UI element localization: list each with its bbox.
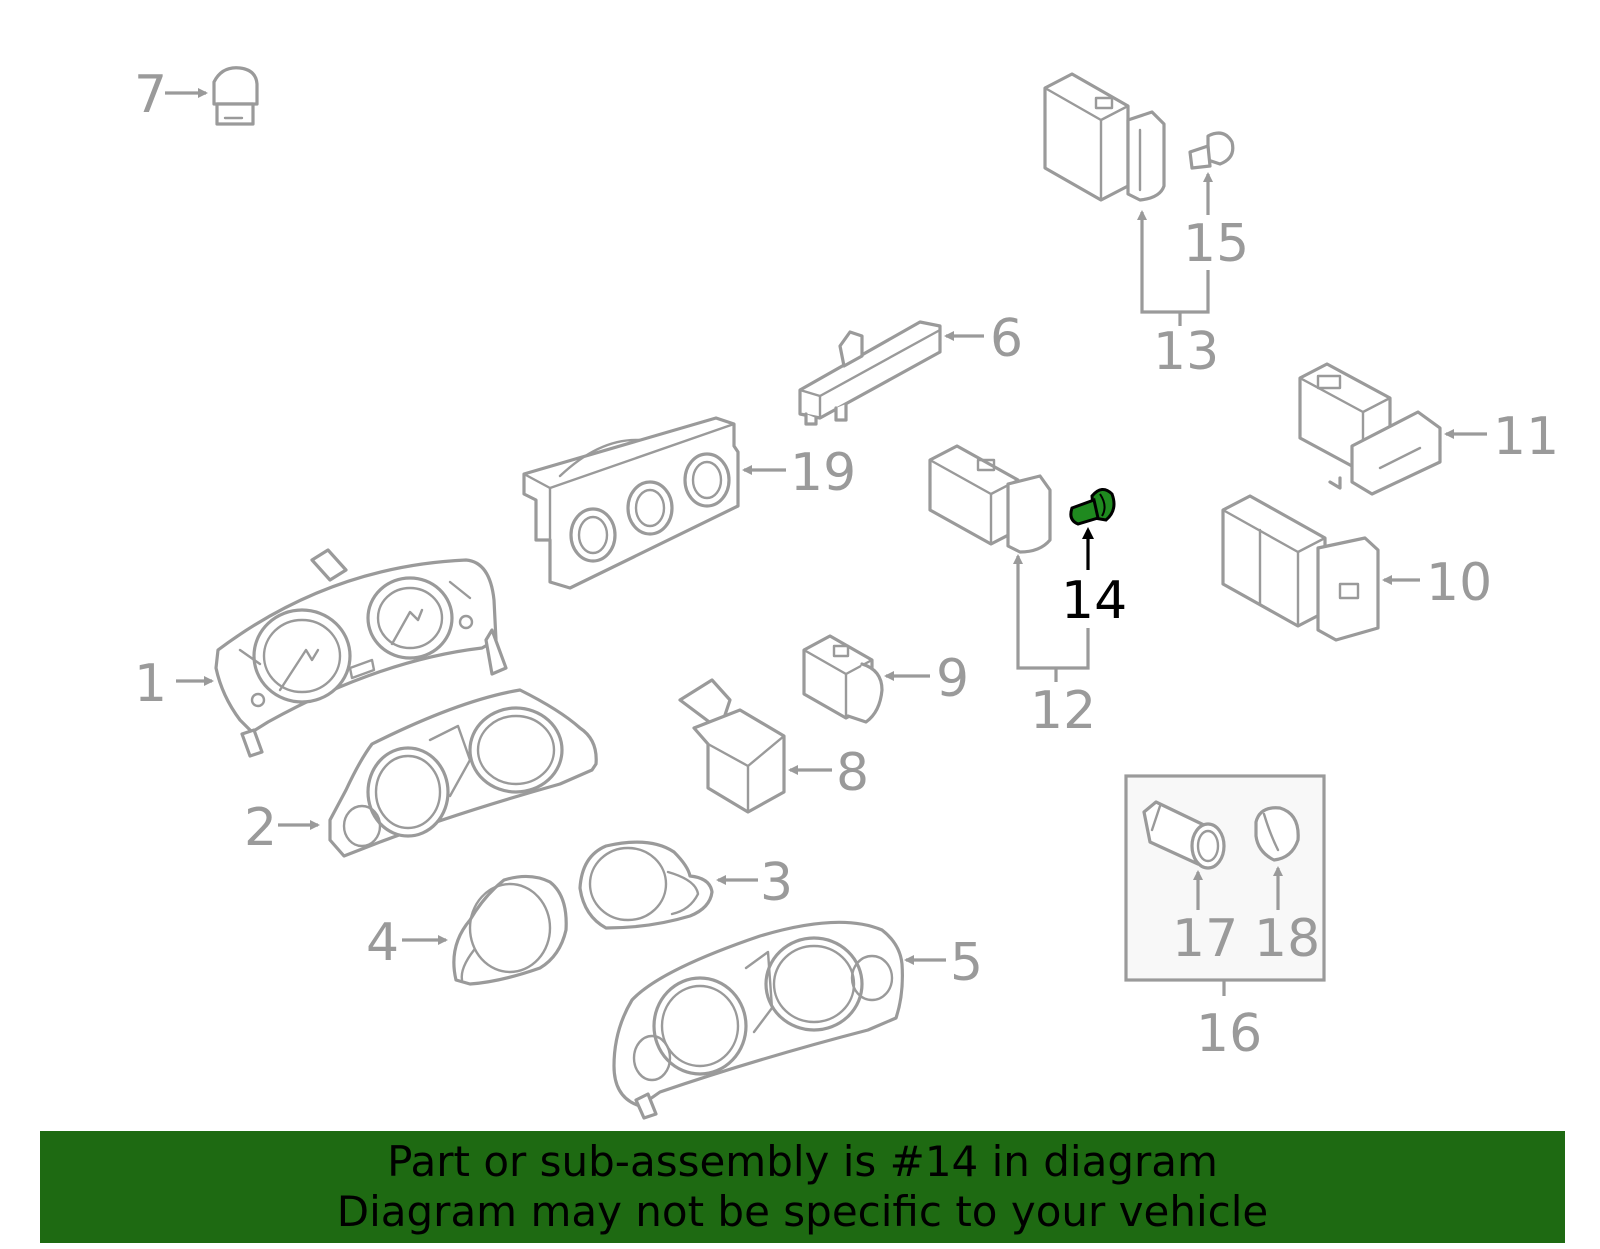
- part-6-bar-switch[interactable]: [798, 320, 942, 426]
- part-9-switch[interactable]: [802, 634, 884, 724]
- callout-12[interactable]: 12: [1030, 681, 1096, 741]
- part-15-bulb[interactable]: [1188, 131, 1235, 170]
- part-2-cluster-housing[interactable]: [328, 688, 598, 858]
- leader-12: [1013, 554, 1090, 670]
- part-17-socket[interactable]: [1142, 800, 1226, 870]
- part-5-cluster-housing[interactable]: [612, 920, 904, 1120]
- leader-13: [1137, 210, 1210, 314]
- part-7-cap[interactable]: [212, 66, 259, 126]
- callout-13[interactable]: 13: [1153, 322, 1219, 382]
- callout-2[interactable]: 2: [244, 798, 277, 858]
- callout-6[interactable]: 6: [990, 309, 1023, 369]
- callout-3[interactable]: 3: [760, 853, 793, 913]
- callout-14[interactable]: 14: [1061, 571, 1127, 631]
- banner-line-1: Part or sub-assembly is #14 in diagram: [387, 1137, 1218, 1186]
- part-8-connector[interactable]: [678, 678, 786, 814]
- callout-11[interactable]: 11: [1493, 407, 1559, 467]
- part-4-ring-bezel[interactable]: [452, 874, 568, 986]
- callout-1[interactable]: 1: [134, 654, 167, 714]
- notice-banner: Part or sub-assembly is #14 in diagram D…: [40, 1131, 1565, 1243]
- part-18-cap[interactable]: [1254, 806, 1300, 862]
- part-10-switch[interactable]: [1221, 494, 1380, 642]
- banner-line-2: Diagram may not be specific to your vehi…: [336, 1187, 1269, 1236]
- part-13-switch[interactable]: [1043, 72, 1166, 202]
- callout-4[interactable]: 4: [366, 913, 399, 973]
- callout-19[interactable]: 19: [790, 443, 856, 503]
- part-14-bulb-highlighted[interactable]: [1069, 488, 1116, 526]
- callout-7[interactable]: 7: [134, 65, 167, 125]
- callout-16[interactable]: 16: [1196, 1004, 1262, 1064]
- part-19-climate-control[interactable]: [522, 416, 740, 590]
- part-1-instrument-cluster[interactable]: [214, 548, 508, 758]
- callout-15[interactable]: 15: [1183, 214, 1249, 274]
- callout-9[interactable]: 9: [936, 649, 969, 709]
- part-12-switch[interactable]: [928, 444, 1052, 554]
- callout-5[interactable]: 5: [950, 933, 983, 993]
- callout-18[interactable]: 18: [1254, 909, 1320, 969]
- callout-8[interactable]: 8: [836, 743, 869, 803]
- part-11-switch[interactable]: [1298, 362, 1442, 496]
- part-3-ring-bezel[interactable]: [578, 840, 714, 930]
- callout-10[interactable]: 10: [1426, 553, 1492, 613]
- callout-17[interactable]: 17: [1172, 909, 1238, 969]
